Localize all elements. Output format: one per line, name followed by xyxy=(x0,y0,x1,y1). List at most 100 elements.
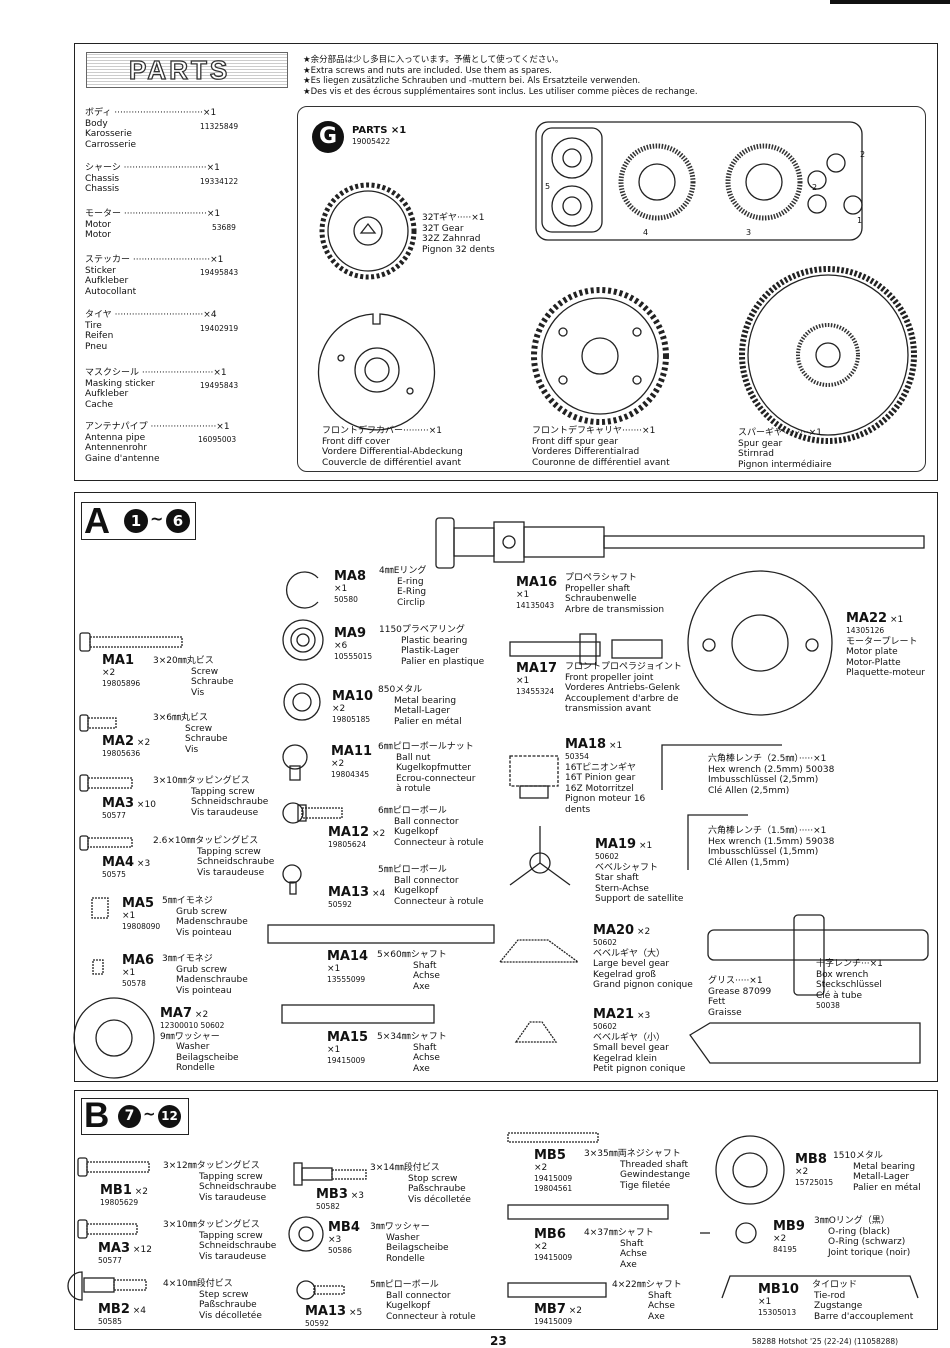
note-de: ★Es liegen zusätzliche Schrauben und -mu… xyxy=(303,76,641,86)
propeller-shaft-drawing xyxy=(435,517,925,569)
part-ma14-names: 5×60㎜シャフト Shaft Achse Axe xyxy=(377,950,447,992)
pinion-16t-drawing xyxy=(509,755,559,799)
part-ma2-names: 3×6㎜丸ビス Screw Schraube Vis xyxy=(153,713,228,755)
part-mb10-names: タイロッド Tie-rod Zugstange Barre d'accouple… xyxy=(812,1280,914,1322)
part-ma10: MA10 ×2 19805185 xyxy=(332,689,374,724)
ball-nut-drawing xyxy=(282,744,308,781)
step-badge: 7 xyxy=(118,1105,141,1128)
part-ma3-names: 3×10㎜タッピングビス Tapping screw Schneidschrau… xyxy=(153,776,269,818)
e-ring-drawing xyxy=(286,571,319,609)
footer-code: 58288 Hotshot '25 (22-24) (11058288) xyxy=(752,1337,899,1346)
bag-b-letter: B xyxy=(84,1096,110,1135)
washer-9mm-drawing xyxy=(73,997,155,1079)
tree-number: 4 xyxy=(643,228,649,237)
plastic-bearing-drawing xyxy=(282,619,324,661)
part-ma2: MA2 ×2 19805636 xyxy=(102,734,151,759)
hex-wrench-15-drawing xyxy=(687,814,748,870)
part-ma4-names: 2.6×10㎜タッピングビス Tapping screw Schneidschr… xyxy=(153,836,275,878)
part-ma10-names: 850メタル Metal bearing Metall-Lager Palier… xyxy=(378,685,462,727)
part-ma3: MA3 ×10 50577 xyxy=(102,796,156,821)
part-ma13-names: 5㎜ピローボール Ball connector Kugelkopf Connec… xyxy=(378,865,484,907)
part-mb1: MB1 ×2 19805629 xyxy=(100,1183,149,1208)
note-jp: ★余分部品は少し多目に入っています。予備として使ってください。 xyxy=(303,55,564,65)
tie-rod-drawing xyxy=(721,1275,919,1299)
tapping-screw-26x10-drawing xyxy=(79,835,133,851)
part-ma1-names: 3×20㎜丸ビス Screw Schraube Vis xyxy=(153,656,234,698)
part-mb6: MB6 ×2 19415009 xyxy=(534,1227,573,1262)
part-mb10: MB10 ×1 15305013 xyxy=(758,1282,799,1317)
tree-number: 5 xyxy=(545,182,551,191)
large-bevel-gear-drawing xyxy=(498,939,580,963)
part-ma18: MA18 ×1 50354 16Tピニオンギヤ 16T Pinion gear … xyxy=(565,737,646,815)
part-mb5: MB5 ×2 19415009 19804561 xyxy=(534,1148,573,1194)
part-ma7: MA7 ×2 12300010 50602 9㎜ワッシャー Washer Bei… xyxy=(160,1006,239,1074)
part-ma5-names: 5㎜イモネジ Grub screw Madenschraube Vis poin… xyxy=(162,896,248,938)
part-ma16-names: プロペラシャフト Propeller shaft Schraubenwelle … xyxy=(565,573,665,615)
part-mb1-names: 3×12㎜タッピングビス Tapping screw Schneidschrau… xyxy=(163,1161,277,1203)
tree-number: 2 xyxy=(812,183,818,192)
metal-bearing-1510-drawing xyxy=(715,1135,785,1205)
part-code: 19334122 xyxy=(200,177,239,186)
part-ma3-b-names: 3×10㎜タッピングビス Tapping screw Schneidschrau… xyxy=(163,1220,277,1262)
metal-bearing-drawing xyxy=(283,683,321,721)
part-ma6: MA6 ×1 50578 xyxy=(122,953,155,988)
small-bevel-gear-drawing xyxy=(514,1021,558,1043)
screw-3x20-drawing xyxy=(79,632,183,652)
part-ma1: MA1 ×2 19805896 xyxy=(102,653,141,688)
spur-gear-label: スパーギヤ·········×1 Spur gear Stirnrad Pign… xyxy=(738,428,832,470)
part-ma6-names: 3㎜イモネジ Grub screw Madenschraube Vis poin… xyxy=(162,954,248,996)
shaft-5x34-drawing xyxy=(281,1004,435,1024)
part-ma11: MA11 ×2 19804345 xyxy=(331,744,373,779)
screw-3x6-drawing xyxy=(79,714,117,732)
part-ma4: MA4 ×3 50575 xyxy=(102,855,151,880)
bag-a-header: A 1 ~ 6 xyxy=(81,500,196,541)
note-en: ★Extra screws and nuts are included. Use… xyxy=(303,65,553,76)
hex-wrench-25-drawing xyxy=(661,744,782,790)
gear-32t-label: 32Tギヤ·····×1 32T Gear 32Z Zahnrad Pignon… xyxy=(422,213,495,255)
bag-a-letter: A xyxy=(84,500,110,541)
shaft-4x22-drawing xyxy=(507,1282,607,1298)
part-mb2: MB2 ×4 50585 xyxy=(98,1302,147,1327)
bag-b-section xyxy=(74,1090,938,1330)
parts-logo: PARTS xyxy=(86,52,288,88)
step-screw-4x10-drawing xyxy=(67,1271,147,1301)
front-diff-cover-drawing xyxy=(317,313,436,431)
motor-plate-drawing xyxy=(687,570,833,716)
parts-list-item: ステッカー ···························×1 Stic… xyxy=(85,255,224,297)
page-number: 23 xyxy=(490,1334,507,1348)
parts-list-item: マスクシール ·························×1 Maski… xyxy=(85,368,227,410)
part-mb3-names: 3×14㎜段付ビス Stop screw Paßschraube Vis déc… xyxy=(370,1163,471,1205)
part-ma19: MA19 ×1 50602 ベベルシャフト Star shaft Stern-A… xyxy=(595,837,684,905)
part-ma16: MA16 ×1 14135043 xyxy=(516,575,558,610)
parts-logo-text: PARTS xyxy=(128,54,231,85)
tapping-screw-3x12-drawing xyxy=(77,1157,150,1177)
part-ma14: MA14 ×1 13555099 xyxy=(327,949,369,984)
part-ma15-names: 5×34㎜シャフト Shaft Achse Axe xyxy=(377,1032,447,1074)
stop-screw-3x14-drawing xyxy=(293,1162,367,1186)
cross-wrench-drawing xyxy=(707,914,929,996)
step-badge: 12 xyxy=(158,1105,181,1128)
part-ma12: MA12 ×2 19805624 xyxy=(328,825,386,850)
hex-wrench-15-label: 六角棒レンチ（1.5㎜）·····×1 Hex wrench (1.5mm) 5… xyxy=(708,826,835,868)
note-fr: ★Des vis et des écrous supplémentaires s… xyxy=(303,86,698,97)
parts-tree-drawing xyxy=(535,121,863,241)
washer-3mm-drawing xyxy=(288,1216,324,1252)
part-mb4-names: 3㎜ワッシャー Washer Beilagscheibe Rondelle xyxy=(370,1222,449,1264)
tapping-screw-3x10-drawing xyxy=(79,774,133,792)
part-ma12-names: 6㎜ピローボール Ball connector Kugelkopf Connec… xyxy=(378,806,484,848)
cross-wrench-label: 十字レンチ···×1 Box wrench Steckschlüssel Clé… xyxy=(816,959,883,1010)
part-mb7: MB7 ×2 19415009 xyxy=(534,1302,583,1327)
o-ring-drawing xyxy=(700,1222,757,1244)
part-code: 16095003 xyxy=(198,435,237,444)
grub-screw-5mm-drawing xyxy=(91,897,109,919)
bag-a-section xyxy=(74,492,938,1082)
part-mb7-names: 4×22㎜シャフト Shaft Achse Axe xyxy=(612,1280,682,1322)
part-ma13-b-names: 5㎜ピローボール Ball connector Kugelkopf Connec… xyxy=(370,1280,476,1322)
grease-tube-drawing xyxy=(689,1022,921,1064)
g-letter-badge: G xyxy=(312,121,344,153)
front-diff-carrier-label: フロントデフキャリヤ·······×1 Front diff spur gear… xyxy=(532,426,670,468)
parts-list-item: モーター ·····························×1 Mot… xyxy=(85,209,221,240)
part-ma8: MA8 ×1 50580 xyxy=(334,569,367,604)
tree-number: 1 xyxy=(857,216,863,225)
